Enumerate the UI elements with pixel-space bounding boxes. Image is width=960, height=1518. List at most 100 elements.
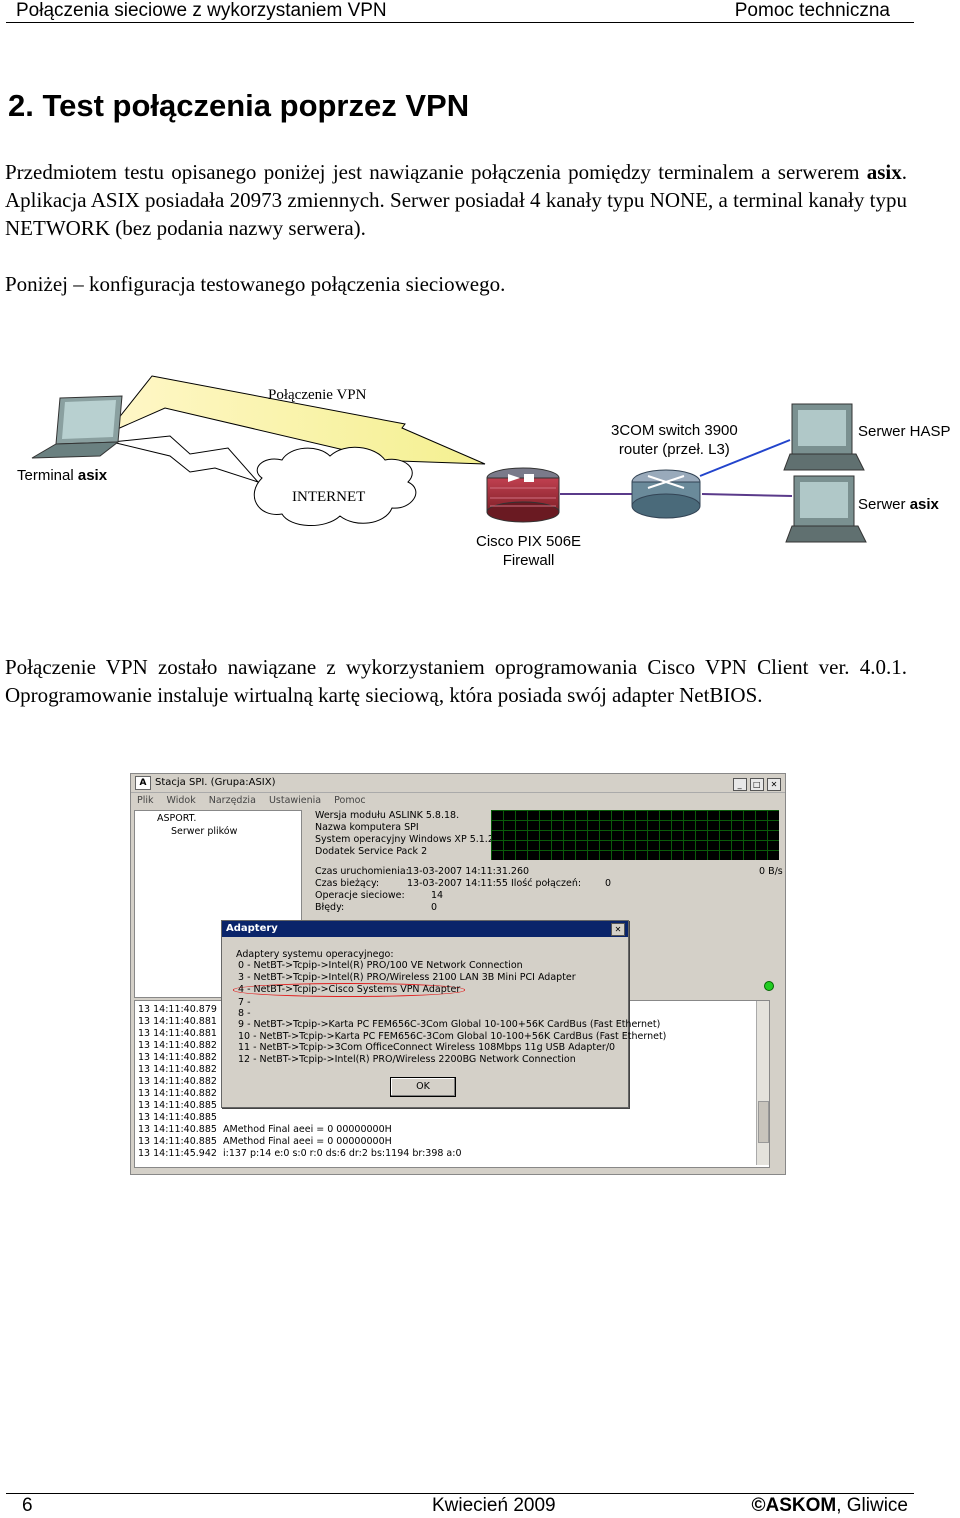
footer-city: , Gliwice [836,1495,908,1516]
stat-label-current: Czas bieżący: [315,878,380,889]
server-bold: asix [909,496,939,513]
log-message: AMethod Final aeei = 0 00000000H [223,1124,392,1135]
internet-cloud [253,446,417,527]
app-menubar: Plik Widok Narzędzia Ustawienia Pomoc [131,793,785,809]
info-os: System operacyjny Windows XP 5.1.2600 [315,834,512,845]
lightning-bolt [111,435,260,484]
firewall-line1: Cisco PIX 506E [476,533,582,550]
tree-item-asport[interactable]: ASPORT. [157,813,197,824]
vpn-label: Połączenie VPN [268,387,367,403]
menu-plik[interactable]: Plik [137,795,154,806]
dialog-title: Adaptery [226,923,278,934]
rate-value: 0 B/s [759,866,783,877]
terminal-prefix: Terminal [17,467,78,484]
network-diagram-graphic [31,375,867,543]
traffic-graph [491,810,779,860]
footer-date: Kwiecień 2009 [432,1495,556,1516]
terminal-bold: asix [77,467,108,484]
scrollbar-thumb[interactable] [758,1101,769,1143]
log-time: 13 14:11:40.885 [138,1136,217,1147]
section-title: 2. Test połączenia poprzez VPN [8,88,470,123]
status-led-icon [764,981,774,991]
intro-text-1: Przedmiotem testu opisanego poniżej jest… [5,160,867,184]
tree-item-server[interactable]: Serwer plików [171,826,238,837]
adapter-item: 0 - NetBT->Tcpip->Intel(R) PRO/100 VE Ne… [238,960,523,972]
adapter-item: 3 - NetBT->Tcpip->Intel(R) PRO/Wireless … [238,971,576,983]
footer-company-bold: ©ASKOM [751,1495,837,1516]
adapter-item: 9 - NetBT->Tcpip->Karta PC FEM656C-3Com … [238,1019,661,1031]
window-controls: _ □ ✕ [732,776,781,794]
laptop-icon [31,395,123,459]
adapter-item: 10 - NetBT->Tcpip->Karta PC FEM656C-3Com… [238,1030,667,1042]
log-time: 13 14:11:40.882 [138,1076,217,1087]
conn-label: Ilość połączeń: [511,878,582,889]
adapter-item-highlighted: 4 - NetBT->Tcpip->Cisco Systems VPN Adap… [233,983,466,997]
log-message-last: i:137 p:14 e:0 s:0 r:0 ds:6 dr:2 bs:1194… [223,1148,462,1159]
log-scrollbar[interactable] [756,1001,769,1165]
dialog-body: Adaptery systemu operacyjnego: 0 - NetBT… [222,937,667,1065]
stat-label-ops: Operacje sieciowe: [315,890,405,901]
switch-label: 3COM switch 3900 router (przeł. L3) [611,421,738,459]
adapters-dialog: Adaptery ✕ Adaptery systemu operacyjnego… [221,920,667,1108]
intro-paragraph: Przedmiotem testu opisanego poniżej jest… [5,158,907,242]
menu-ustawienia[interactable]: Ustawienia [268,795,322,806]
page-header: Połączenia sieciowe z wykorzystaniem VPN… [6,0,914,23]
log-time: 13 14:11:40.885 [138,1124,217,1135]
log-time: 13 14:11:40.881 [138,1016,217,1027]
stat-label-start: Czas uruchomienia: [315,866,409,877]
adapter-item: 8 - [238,1008,251,1020]
terminal-label: Terminal asix [17,467,107,484]
log-messages: AMethod Final aeei = 0 00000000H AMethod… [223,1124,462,1160]
maximize-button[interactable]: □ [749,778,764,791]
adapter-list: 0 - NetBT->Tcpip->Intel(R) PRO/100 VE Ne… [233,960,667,1065]
log-time: 13 14:11:40.882 [138,1040,217,1051]
adapter-item: 11 - NetBT->Tcpip->3Com OfficeConnect Wi… [238,1042,616,1054]
info-version: Wersja modułu ASLINK 5.8.18. [315,810,460,821]
footer-company: ©ASKOM, Gliwice [751,1495,908,1517]
menu-narzedzia[interactable]: Narzędzia [208,795,256,806]
log-times: 13 14:11:40.879 13 14:11:40.881 13 14:11… [138,1004,217,1160]
page-footer: 6 Kwiecień 2009 ©ASKOM, Gliwice [6,1493,914,1518]
switch-line1: 3COM switch 3900 [611,422,738,439]
intro-text-2: . Aplikacja ASIX posiadała 20973 zmienny… [5,160,907,240]
stat-value-ops: 14 [431,890,444,901]
minimize-button[interactable]: _ [732,778,747,791]
router-icon [631,469,701,519]
stats-panel: Czas uruchomienia:13-03-2007 14:11:31.26… [315,866,611,914]
firewall-label: Cisco PIX 506E Firewall [476,532,581,570]
log-time: 13 14:11:40.881 [138,1028,217,1039]
config-paragraph: Poniżej – konfiguracja testowanego połąc… [5,272,506,296]
hasp-label: Serwer HASP [858,423,951,440]
log-time: 13 14:11:40.882 [138,1064,217,1075]
app-title: Stacja SPI. (Grupa:ASIX) [155,777,276,788]
stat-value-current: 13-03-2007 14:11:55 [407,878,508,889]
header-section: Pomoc techniczna [734,0,890,21]
log-message: AMethod Final aeei = 0 00000000H [223,1136,392,1147]
log-time: 13 14:11:40.882 [138,1052,217,1063]
conn-value: 0 [605,878,612,889]
dialog-close-button[interactable]: ✕ [611,923,625,936]
server-asix-icon [785,475,867,543]
dialog-heading: Adaptery systemu operacyjnego: [236,949,394,960]
firewall-line2: Firewall [502,552,555,569]
stat-label-errors: Błędy: [315,902,345,913]
vpn-paragraph: Połączenie VPN zostało nawiązane z wykor… [5,655,907,707]
adapter-item: 12 - NetBT->Tcpip->Intel(R) PRO/Wireless… [238,1053,576,1065]
ok-button[interactable]: OK [390,1077,456,1097]
page-number: 6 [22,1495,33,1516]
stat-value-start: 13-03-2007 14:11:31.260 [407,866,530,877]
server-hasp-icon [783,403,865,471]
log-time: 13 14:11:40.882 [138,1088,217,1099]
header-title: Połączenia sieciowe z wykorzystaniem VPN [16,0,387,21]
close-button[interactable]: ✕ [767,778,781,791]
intro-bold: asix [866,160,902,184]
server-asix-label: Serwer asix [858,496,939,513]
stat-value-errors: 0 [431,902,438,913]
network-diagram: Połączenie VPN Terminal asix INTERNET 3C… [0,360,960,590]
info-computer: Nazwa komputera SPI [315,822,419,833]
server-prefix: Serwer [858,496,910,513]
menu-widok[interactable]: Widok [166,795,196,806]
menu-pomoc[interactable]: Pomoc [334,795,366,806]
log-time: 13 14:11:40.885 [138,1100,217,1111]
